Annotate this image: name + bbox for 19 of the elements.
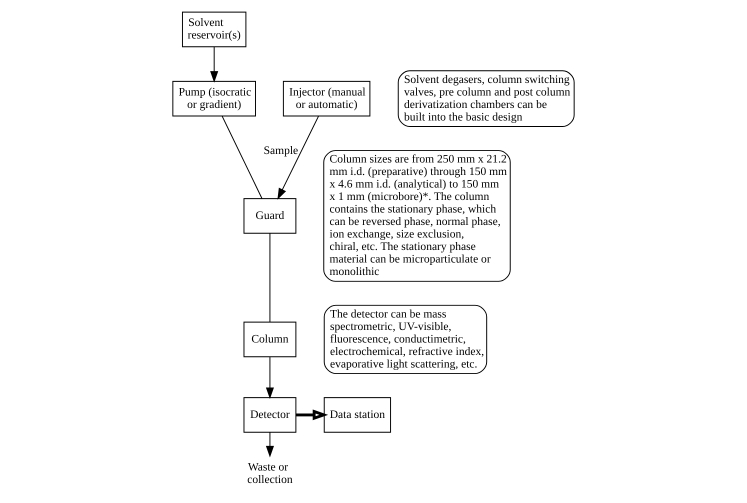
- arrow: [266, 356, 274, 400]
- node-text: Waste or collection: [247, 461, 293, 486]
- connector: [269, 232, 270, 322]
- node-box: Data station: [324, 397, 392, 433]
- node-box: Solvent reservoir(s): [182, 12, 246, 48]
- node-box: Detector: [244, 397, 296, 433]
- arrow: [296, 410, 328, 420]
- node-box: Solvent degasers, column switching valves, pre column and post column derivatization chambers can be built into the basic design: [398, 70, 575, 128]
- connector: [222, 116, 262, 199]
- node-box: Injector (manual or automatic): [282, 80, 370, 116]
- node-box: Column: [244, 322, 296, 358]
- arrow: [266, 432, 274, 458]
- node-box: The detector can be mass spectrometric, UV-visible, fluorescence, conductimetric, electrochemical, refractive index, evaporative light scattering, etc.: [324, 304, 488, 374]
- edge-label: Sample: [264, 145, 298, 158]
- node-box: Pump (isocratic or gradient): [172, 80, 256, 116]
- arrow: [277, 116, 319, 200]
- node-box: Column sizes are from 250 mm x 21.2 mm i.d. (preparative) through 150 mm x 4.6 mm i.d. (analytical) to 150 mm x 1 mm (microbore)*. The column contains the stationary phase, which can be reversed phase, normal phase, ion exchange, size exclusion, chiral, etc. The stationary phase material can be microparticulate or monolithic: [323, 150, 511, 282]
- arrow: [210, 46, 218, 83]
- node-box: Guard: [244, 198, 296, 234]
